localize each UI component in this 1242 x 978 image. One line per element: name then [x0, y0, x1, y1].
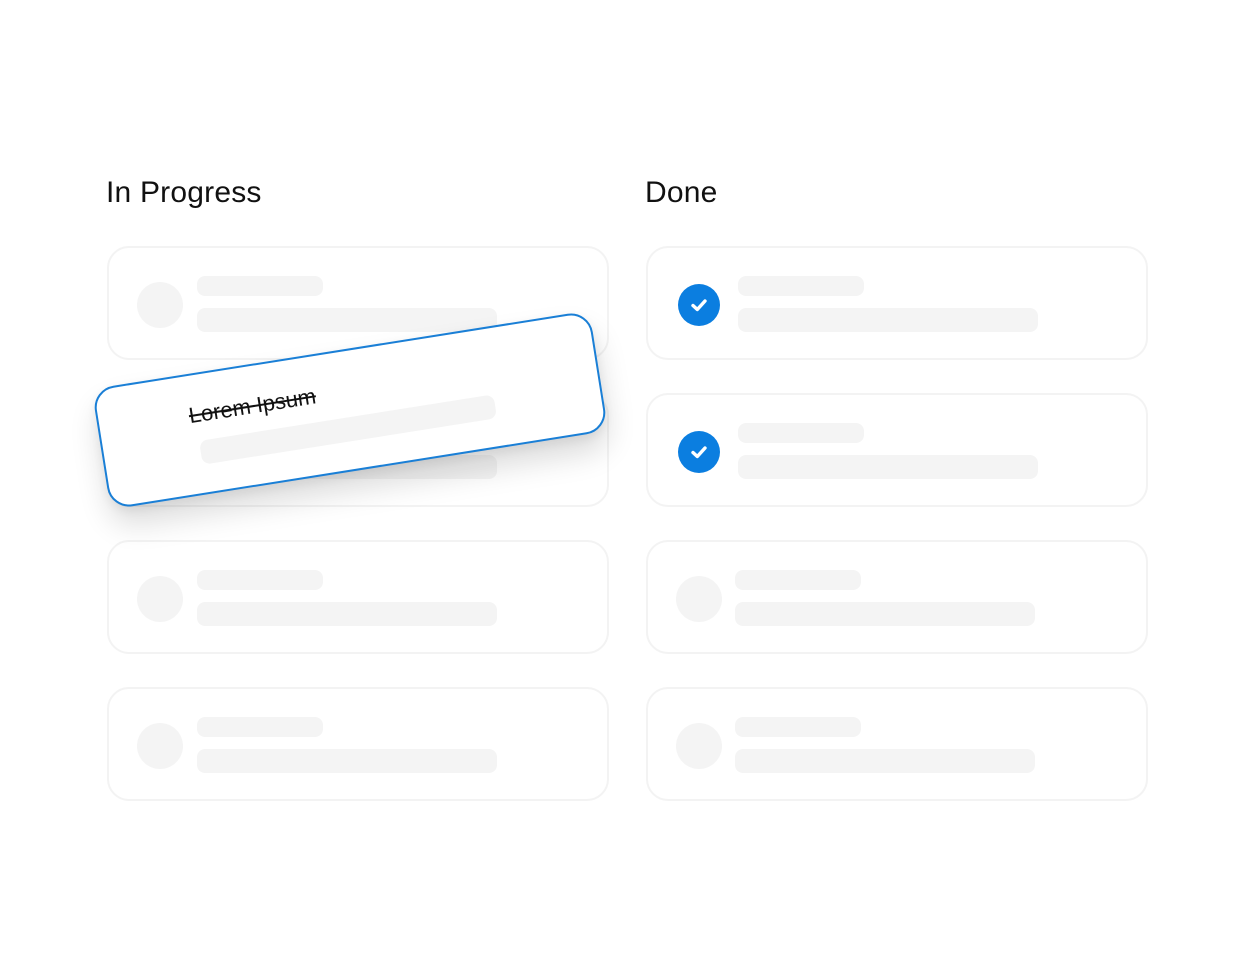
skeleton-subtitle — [735, 602, 1035, 626]
status-placeholder-icon — [137, 282, 183, 328]
skeleton-subtitle — [197, 308, 497, 332]
skeleton-subtitle — [735, 749, 1035, 773]
check-circle-icon[interactable] — [678, 284, 720, 326]
task-card[interactable] — [107, 246, 609, 360]
task-card[interactable] — [107, 687, 609, 801]
task-card[interactable] — [646, 540, 1148, 654]
status-placeholder-icon — [676, 723, 722, 769]
column-title-in-progress: In Progress — [106, 176, 262, 209]
dragged-task-card[interactable]: Lorem Ipsum — [91, 310, 609, 510]
skeleton-subtitle — [738, 455, 1038, 479]
status-placeholder-icon — [137, 576, 183, 622]
task-card[interactable] — [107, 540, 609, 654]
skeleton-title — [197, 717, 323, 737]
skeleton-title — [197, 570, 323, 590]
skeleton-title — [735, 717, 861, 737]
skeleton-subtitle — [197, 749, 497, 773]
skeleton-title — [197, 276, 323, 296]
task-card-done[interactable] — [646, 246, 1148, 360]
task-card-done[interactable] — [646, 393, 1148, 507]
check-circle-icon[interactable] — [678, 431, 720, 473]
skeleton-title — [738, 423, 864, 443]
skeleton-title — [735, 570, 861, 590]
status-placeholder-icon — [676, 576, 722, 622]
skeleton-subtitle — [197, 602, 497, 626]
task-card[interactable] — [646, 687, 1148, 801]
status-placeholder-icon — [137, 723, 183, 769]
check-circle-icon[interactable] — [94, 313, 592, 418]
skeleton-subtitle — [738, 308, 1038, 332]
skeleton-title — [738, 276, 864, 296]
column-title-done: Done — [645, 176, 718, 209]
